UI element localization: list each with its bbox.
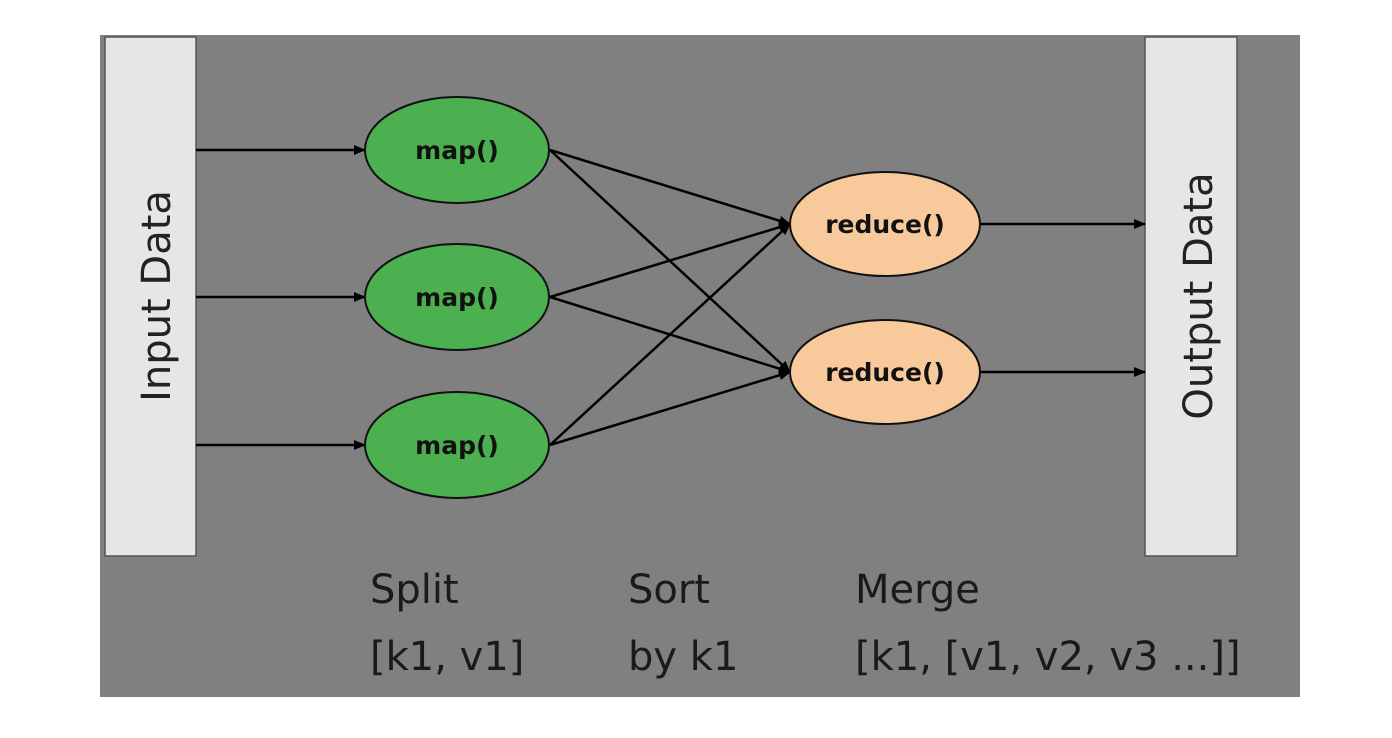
map-label: map() <box>415 431 499 460</box>
diagram-background <box>100 35 1300 697</box>
map-label: map() <box>415 136 499 165</box>
caption-sort-title: Sort <box>628 567 710 613</box>
caption-sort-detail: by k1 <box>628 634 738 680</box>
input-data-label: Input Data <box>134 190 180 402</box>
caption-merge-title: Merge <box>855 567 980 613</box>
output-data-label: Output Data <box>1176 172 1222 419</box>
map-label: map() <box>415 283 499 312</box>
map-node: map() <box>364 391 550 499</box>
edge-arrow-map-1-to-reduce-0 <box>549 222 791 299</box>
caption-split-detail: [k1, v1] <box>370 634 524 680</box>
reduce-node: reduce() <box>789 171 981 277</box>
reduce-node: reduce() <box>789 319 981 425</box>
caption-split-title: Split <box>370 567 459 613</box>
edge-arrow-map-2-to-reduce-1 <box>549 370 791 447</box>
map-node: map() <box>364 243 550 351</box>
reduce-label: reduce() <box>825 210 945 239</box>
output-data-box <box>1144 36 1238 557</box>
edge-arrow-map-0-to-reduce-0 <box>549 148 791 226</box>
input-data-box <box>104 36 197 557</box>
edge-arrow-map-2-to-reduce-0 <box>549 223 791 446</box>
edges <box>196 145 1146 450</box>
map-node: map() <box>364 96 550 204</box>
reduce-label: reduce() <box>825 358 945 387</box>
caption-merge-detail: [k1, [v1, v2, v3 ...]] <box>855 634 1241 680</box>
